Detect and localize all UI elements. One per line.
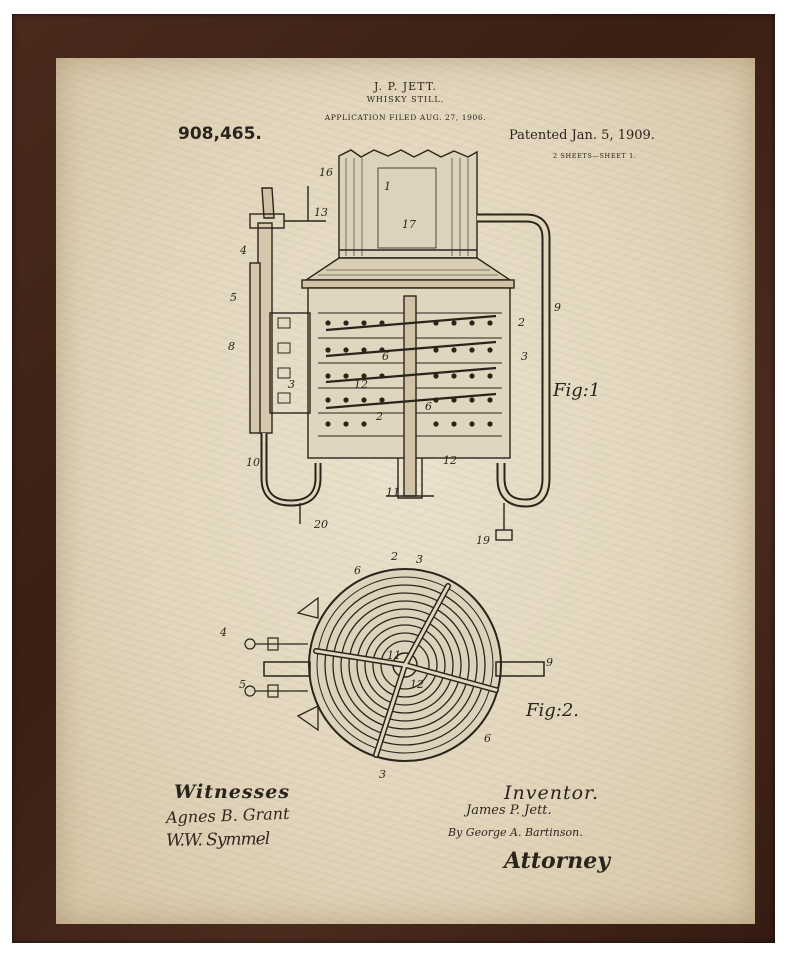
patent-number: 908,465. [178,124,262,144]
ref-3b: 3 [288,378,295,391]
witness-signature-2: W.W. Symmel [165,829,270,851]
ref-6c: 6 [354,564,361,577]
ref-3: 3 [521,350,528,363]
attorney-signature: By George A. Bartinson. [448,826,583,839]
ref-1: 1 [384,180,391,193]
ref-11b: 11 [387,649,401,662]
application-filed: APPLICATION FILED AUG. 27, 1906. [324,113,487,122]
picture-frame: J. P. JETT. WHISKY STILL. APPLICATION FI… [12,14,775,943]
inventor-label: Inventor. [504,782,600,804]
inventor-signature: James P. Jett. [466,803,552,818]
figure-1-label: Fig:1 [553,380,601,401]
patent-date: Patented Jan. 5, 1909. [509,128,655,143]
patent-title: WHISKY STILL. [366,95,445,104]
ref-4b: 4 [219,626,227,639]
fig1-still-drawing [249,149,551,541]
ref-13: 13 [314,206,328,219]
ref-8: 8 [228,340,235,353]
patent-drawing: 1 16 13 17 4 5 8 9 2 3 3 6 12 2 6 12 10 … [219,149,561,781]
ref-10: 10 [246,456,260,469]
ref-2: 2 [517,316,525,329]
ref-6: 6 [382,350,389,363]
patent-paper: J. P. JETT. WHISKY STILL. APPLICATION FI… [56,58,755,924]
sheet-count: 2 SHEETS—SHEET 1. [553,152,637,160]
ref-12b: 12 [443,454,457,467]
ref-9: 9 [554,301,561,314]
witnesses-label: Witnesses [174,781,291,803]
ref-5b: 5 [239,678,246,691]
ref-12: 12 [354,378,368,391]
ref-16: 16 [319,166,333,179]
ref-6b: 6 [425,400,432,413]
ref-4: 4 [239,244,247,257]
ref-3d: 3 [379,768,386,781]
ref-2c: 2 [390,550,398,563]
fig2-still-plan-drawing [244,568,545,762]
ref-11: 11 [386,486,400,499]
ref-3c: 3 [416,553,423,566]
ref-19: 19 [476,534,490,547]
ref-17: 17 [402,218,416,231]
attorney-label: Attorney [504,848,611,874]
ref-9b: 9 [546,656,553,669]
ref-12c: 12 [410,678,424,691]
figure-2-label: Fig:2. [526,700,580,721]
ref-6d: 6 [484,732,491,745]
ref-2b: 2 [375,410,383,423]
ref-20: 20 [313,518,328,531]
ref-5: 5 [230,291,237,304]
reference-numerals: 1 16 13 17 4 5 8 9 2 3 3 6 12 2 6 12 10 … [219,166,561,781]
inventor-name-header: J. P. JETT. [374,80,437,93]
